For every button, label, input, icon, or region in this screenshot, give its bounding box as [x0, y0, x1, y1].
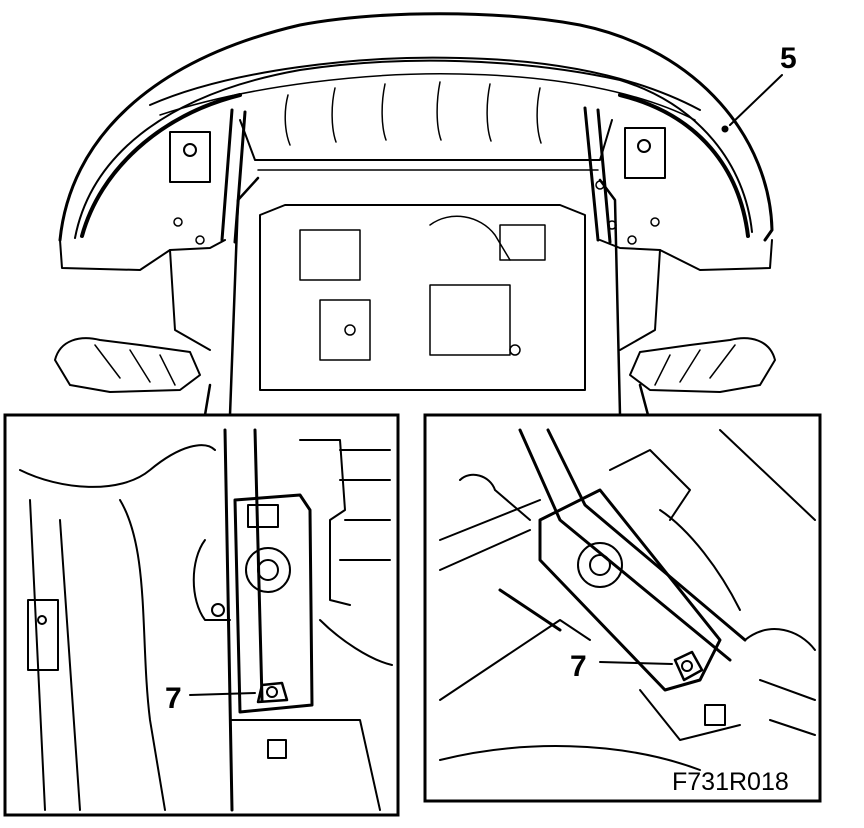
left-upright — [220, 108, 247, 244]
right-bracket — [624, 127, 666, 179]
bumper-inner-edge — [74, 59, 753, 239]
right-bolt-head — [577, 542, 623, 588]
bumper-leader — [729, 74, 783, 126]
left-fastener-leader — [189, 692, 256, 696]
zoom-right-lines — [598, 178, 650, 417]
left-fastener — [256, 681, 289, 704]
rear-opening — [259, 204, 586, 391]
left-mount-plate — [233, 493, 314, 714]
callout-right-fastener: 7 — [570, 650, 587, 683]
right-suspension — [629, 337, 776, 393]
right-skirt — [599, 239, 773, 271]
bumper-outline — [58, 12, 774, 242]
zoom-left-lines — [203, 176, 260, 417]
right-fastener-leader — [599, 661, 673, 665]
figure-code: F731R018 — [672, 768, 789, 796]
right-detail-panel: 7 F731R018 — [423, 413, 822, 803]
callout-bumper: 5 — [780, 42, 797, 75]
right-panel-frame — [423, 413, 822, 803]
bumper-lower-lip — [159, 73, 696, 121]
left-bolt-head — [245, 547, 291, 593]
overview-drawing — [54, 12, 783, 417]
right-mount-plate — [538, 488, 722, 692]
left-bracket — [169, 131, 211, 183]
left-skirt — [59, 239, 226, 271]
left-wheel-arch — [19, 444, 216, 488]
left-suspension — [54, 337, 201, 393]
callout-left-fastener: 7 — [165, 682, 182, 715]
right-fastener — [673, 650, 704, 682]
bumper-ribs — [284, 81, 542, 146]
crossmember — [239, 119, 613, 161]
bumper-thick-band — [80, 93, 750, 238]
right-upright — [583, 106, 612, 244]
right-support-post — [518, 428, 747, 662]
left-detail-panel: 7 — [3, 413, 400, 817]
bumper-upper-lip — [149, 56, 701, 111]
